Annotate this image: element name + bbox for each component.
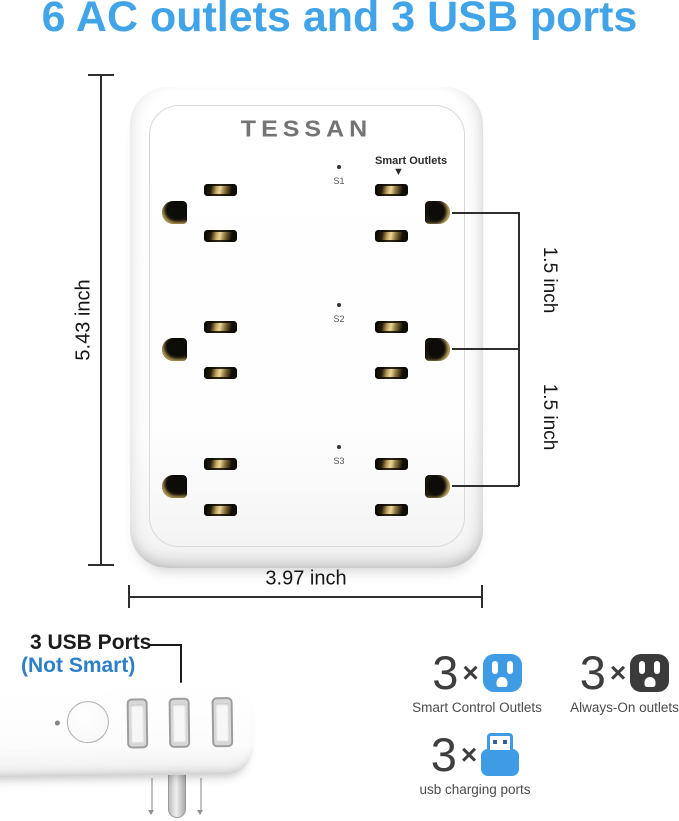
outlet-slot (204, 184, 237, 196)
legend-multiply: × (462, 656, 479, 688)
smart-outlets-label: Smart Outlets (375, 155, 448, 167)
outlet-slot (375, 184, 408, 196)
usb-ports-sublabel: (Not Smart) (21, 654, 136, 677)
spacing-bracket-vertical (518, 212, 520, 486)
outlet-slot (375, 458, 408, 470)
ac-outlet-smart (373, 321, 450, 379)
ground-hole (425, 338, 450, 361)
legend-label: Always-On outlets (570, 700, 679, 715)
usb-plug-icon (481, 733, 520, 776)
legend-usb-ports: 3 × usb charging ports (401, 731, 549, 797)
outlet-slot (375, 504, 408, 516)
width-dimension-line (128, 596, 483, 598)
indicator-led-dot (337, 445, 341, 449)
usb-port (126, 698, 149, 749)
plug-blade-pin-ghost (148, 778, 154, 815)
outlet-slot (204, 504, 237, 516)
usb-port-tongue (130, 704, 145, 743)
outlet-slot (375, 367, 408, 379)
outlet-slot (204, 230, 237, 242)
height-dimension-cap-top (88, 74, 114, 76)
legend-count: 3 (579, 646, 606, 699)
usb-callout-line (180, 644, 182, 687)
brand-logo: TESSAN (240, 116, 373, 142)
ac-outlet (162, 321, 239, 379)
height-dimension-line (100, 75, 102, 565)
ground-hole (425, 475, 450, 498)
ground-hole (162, 338, 187, 361)
outlet-extender-side-view (0, 681, 254, 779)
legend-multiply: × (609, 656, 627, 688)
ground-hole (162, 475, 187, 498)
legend-label: usb charging ports (419, 782, 531, 797)
smart-outlets-arrow-icon: ▼ (393, 166, 404, 178)
legend-multiply: × (460, 738, 478, 770)
usb-port-tongue (215, 703, 230, 742)
plug-blade-pin-ghost (197, 778, 203, 815)
outlet-slot (204, 458, 237, 470)
ac-outlet (162, 184, 239, 242)
page-title: 6 AC outlets and 3 USB ports (41, 0, 638, 41)
power-button (66, 700, 110, 744)
outlet-slot (375, 230, 408, 242)
outlet-extender-front-view: TESSAN Smart Outlets ▼ S1 S2 S3 (130, 87, 483, 568)
indicator-label: S1 (333, 176, 345, 186)
legend-label: Smart Control Outlets (412, 700, 542, 715)
indicator-led-dot (337, 165, 341, 169)
spacing-bottom-label: 1.5 inch (539, 383, 560, 451)
ground-hole (162, 201, 187, 224)
width-dimension-cap-left (128, 585, 130, 608)
smart-indicator-s1: S1 (326, 165, 352, 186)
spacing-top-label: 1.5 inch (539, 246, 560, 314)
faceplate-outline (149, 105, 465, 547)
height-dimension-label: 5.43 inch (72, 279, 95, 361)
usb-port (168, 697, 191, 748)
spacing-line-top (452, 212, 519, 214)
height-dimension-cap-bottom (88, 564, 114, 566)
outlet-slot (375, 321, 408, 333)
width-dimension-label: 3.97 inch (265, 567, 347, 590)
smart-indicator-s3: S3 (326, 445, 352, 466)
status-led-dot (54, 720, 60, 726)
legend-always-on-outlets: 3 × Always-On outlets (568, 649, 679, 715)
ac-outlet-smart (373, 184, 450, 242)
usb-callout-line (149, 644, 181, 646)
outlet-slot (204, 367, 237, 379)
ac-outlet (162, 458, 239, 516)
always-on-outlet-face-icon (630, 653, 670, 692)
smart-outlet-face-icon (482, 653, 522, 692)
legend-smart-outlets: 3 × Smart Control Outlets (403, 649, 551, 715)
indicator-led-dot (337, 303, 341, 307)
outlet-slot (204, 321, 237, 333)
usb-ports-label: 3 USB Ports (30, 631, 152, 654)
legend-count: 3 (430, 728, 457, 781)
width-dimension-cap-right (481, 585, 483, 608)
indicator-label: S2 (333, 314, 345, 324)
smart-indicator-s2: S2 (326, 303, 352, 324)
ac-outlet-smart (373, 458, 450, 516)
usb-port (211, 697, 234, 748)
spacing-line-bottom (452, 485, 519, 487)
spacing-line-middle (452, 348, 519, 350)
legend-count: 3 (432, 646, 459, 699)
usb-port-tongue (172, 703, 187, 742)
plug-ground-prong (168, 770, 186, 818)
ground-hole (425, 201, 450, 224)
indicator-label: S3 (333, 456, 345, 466)
